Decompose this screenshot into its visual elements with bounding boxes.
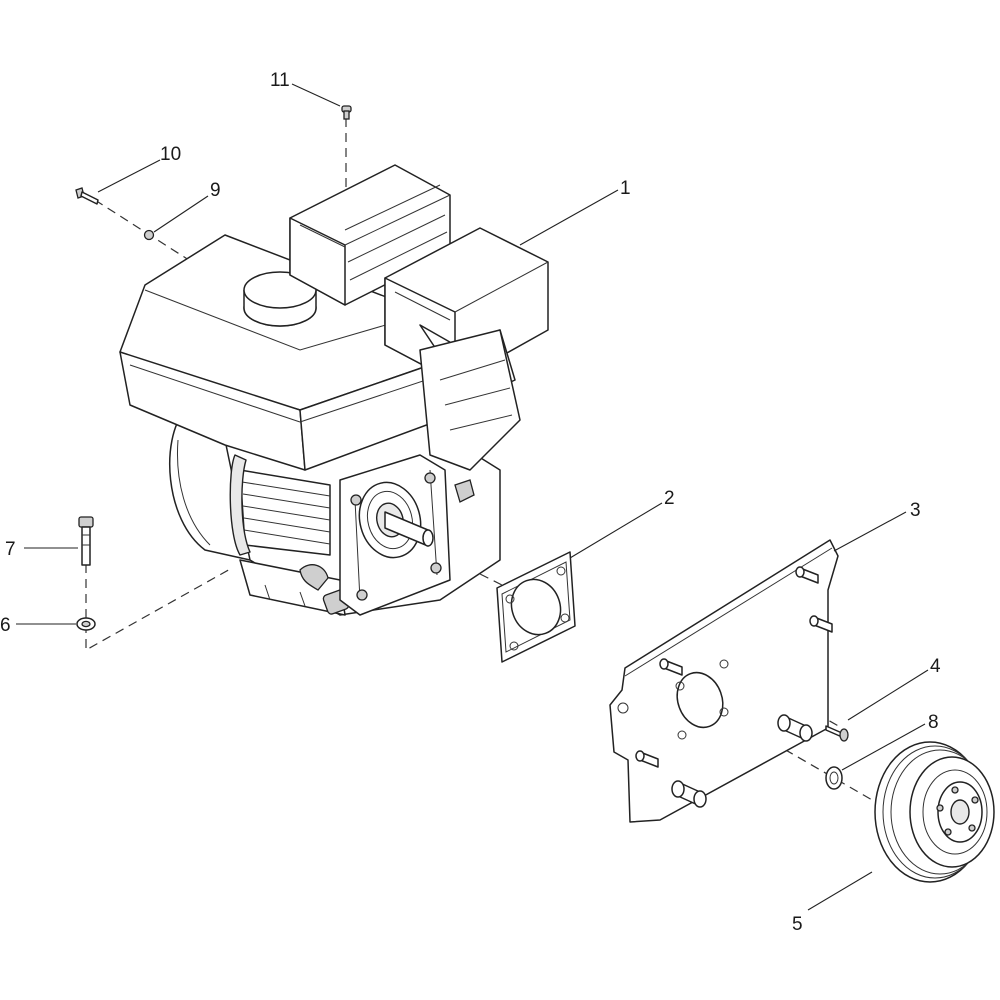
spacer-ring-8 xyxy=(825,766,843,790)
leader-10 xyxy=(97,159,161,193)
leader-lines xyxy=(16,83,929,911)
leader-9 xyxy=(153,195,209,233)
callout-6: 6 xyxy=(0,615,11,636)
callout-7: 7 xyxy=(5,539,16,560)
callout-11: 11 xyxy=(270,70,290,91)
assembly-line-10-9 xyxy=(94,199,193,263)
engine xyxy=(119,164,549,616)
assembly-line-7-6 xyxy=(85,534,233,652)
callout-2: 2 xyxy=(664,488,675,509)
leader-5 xyxy=(807,871,873,911)
callout-5: 5 xyxy=(792,914,803,935)
mounting-plate-3 xyxy=(609,539,839,823)
callout-labels: 11 10 9 1 2 3 4 8 5 7 6 xyxy=(0,70,941,935)
oil-drain-plug xyxy=(299,564,329,591)
callout-9: 9 xyxy=(210,180,221,201)
pulley-5 xyxy=(874,741,995,883)
plate-spacers xyxy=(671,714,813,808)
callout-8: 8 xyxy=(928,712,939,733)
assembly-line-shaft xyxy=(439,553,513,591)
screw-4 xyxy=(825,725,849,742)
cylinder-fins xyxy=(229,454,331,556)
callout-10: 10 xyxy=(160,144,181,165)
leader-11 xyxy=(291,83,341,107)
bolt-10 xyxy=(75,187,99,205)
callout-3: 3 xyxy=(910,500,921,521)
fuel-cap xyxy=(243,271,317,327)
leader-3 xyxy=(833,511,907,552)
nut-9 xyxy=(143,229,155,241)
fuel-tank-side xyxy=(119,351,306,471)
leader-8 xyxy=(841,723,926,771)
leader-1 xyxy=(519,189,619,246)
washer-6 xyxy=(76,617,96,631)
leader-4 xyxy=(847,669,929,721)
plate-studs xyxy=(635,566,833,768)
gasket-2 xyxy=(496,551,576,663)
callout-1: 1 xyxy=(620,178,631,199)
side-bolt xyxy=(454,479,475,503)
cylinder-head xyxy=(419,329,521,471)
callout-4: 4 xyxy=(930,656,941,677)
screw-11 xyxy=(341,105,352,120)
bolt-7 xyxy=(78,516,94,566)
leader-2 xyxy=(569,502,663,559)
plate-center-hole xyxy=(676,671,724,729)
